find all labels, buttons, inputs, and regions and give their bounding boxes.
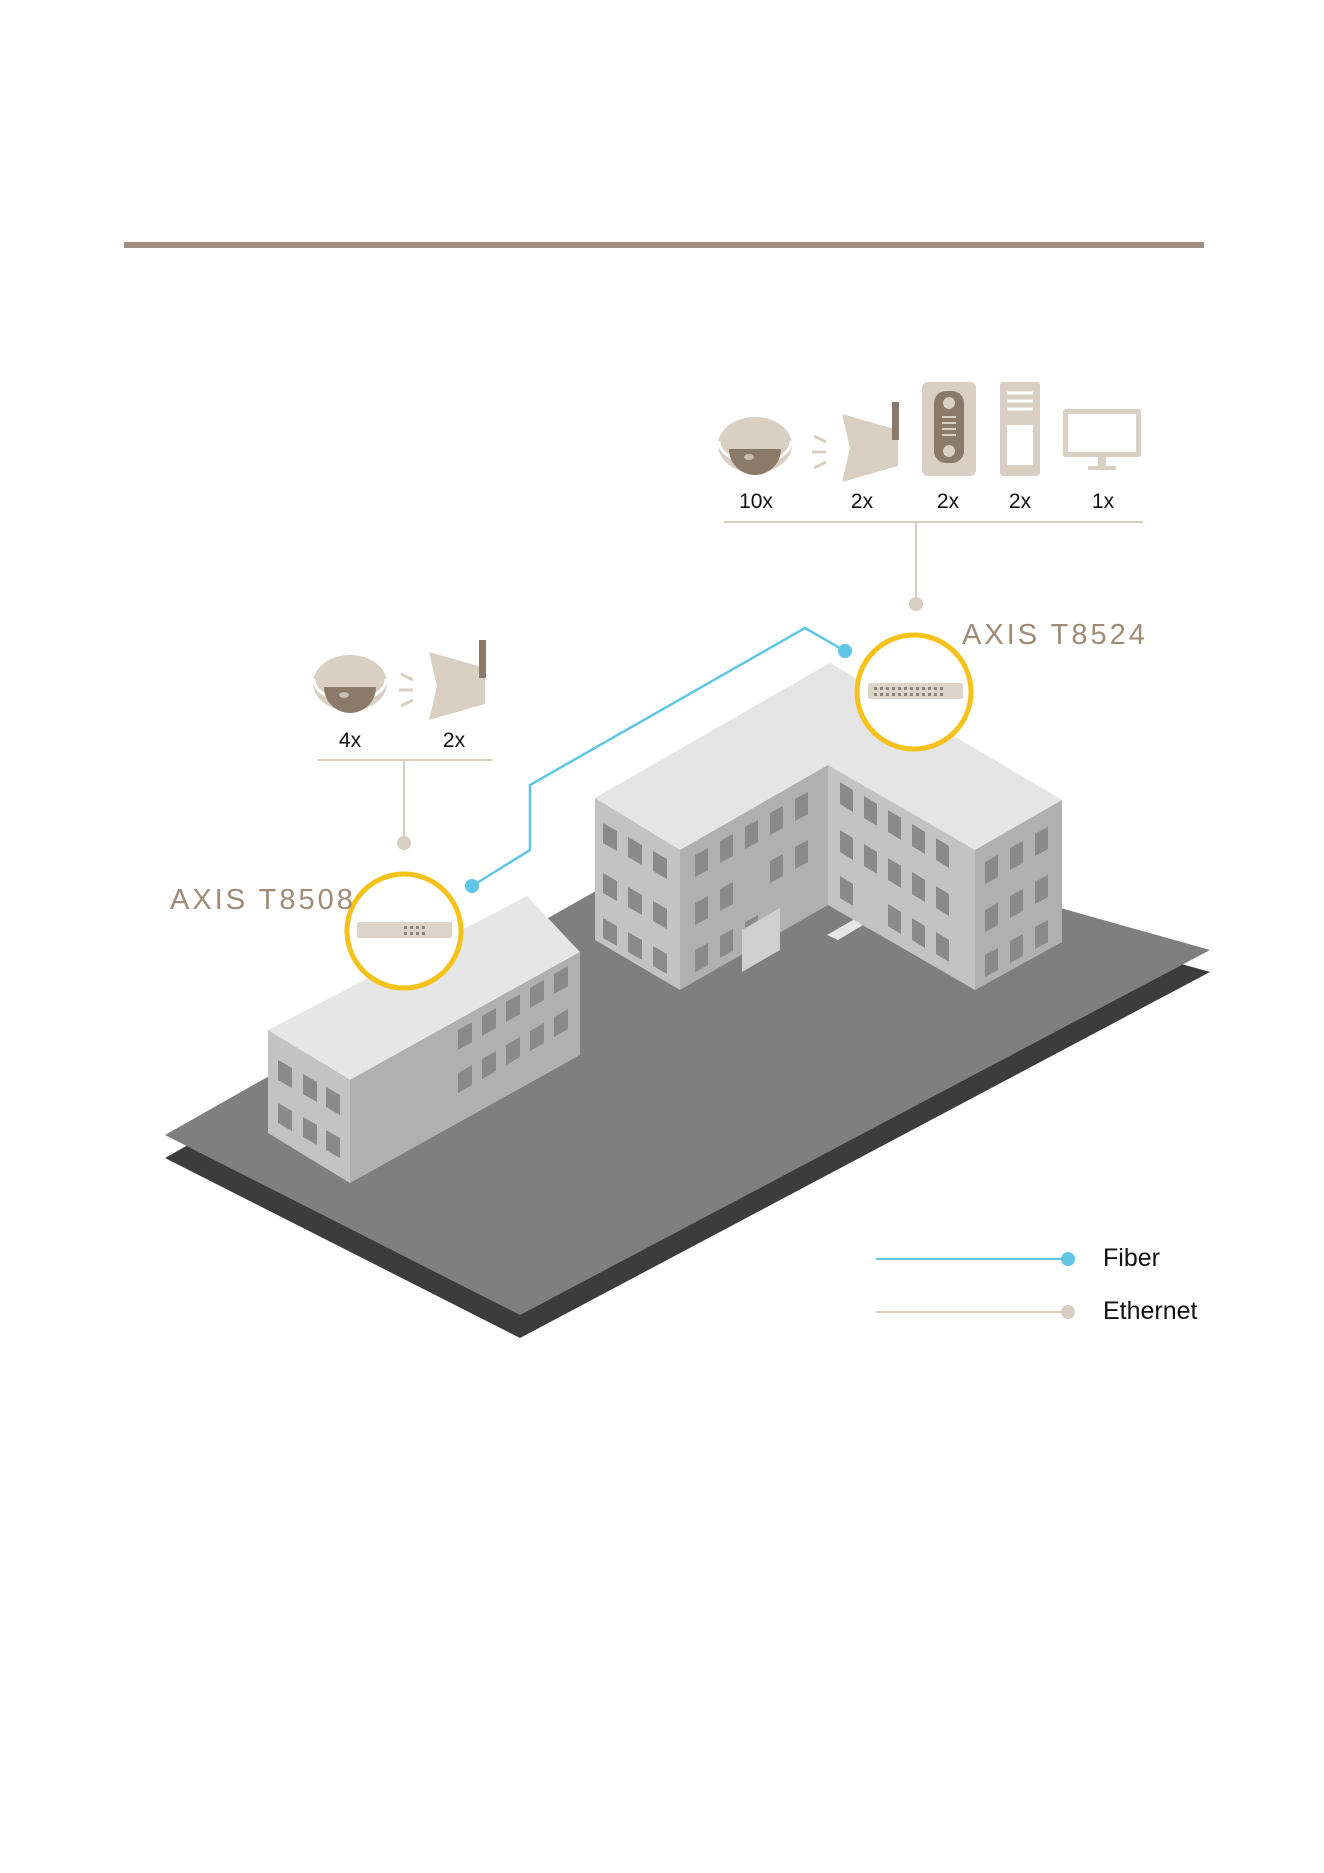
legend-ethernet-dot: [1061, 1305, 1075, 1319]
monitor-icon: [1063, 409, 1141, 470]
count-io-relay: 2x: [990, 490, 1050, 514]
door-station-icon: [922, 382, 976, 476]
count-dome-camera-left: 4x: [320, 729, 380, 753]
dome-camera-icon: [718, 417, 792, 475]
switch-label-t8524: AXIS T8524: [962, 619, 1148, 652]
count-dome-camera-right: 10x: [726, 490, 786, 514]
dome-camera-icon: [313, 655, 387, 713]
count-monitor: 1x: [1073, 490, 1133, 514]
horn-speaker-icon: [812, 402, 899, 482]
count-horn-speaker-right: 2x: [832, 490, 892, 514]
switch-t8508: [347, 874, 461, 988]
count-door-station: 2x: [918, 490, 978, 514]
legend-fiber-dot: [1061, 1252, 1075, 1266]
legend-fiber-label: Fiber: [1103, 1244, 1160, 1273]
legend-ethernet-label: Ethernet: [1103, 1297, 1198, 1326]
ethernet-endpoint-left: [397, 836, 411, 850]
count-horn-speaker-left: 2x: [424, 729, 484, 753]
switch-label-t8508: AXIS T8508: [170, 884, 356, 917]
legend: [876, 1252, 1075, 1319]
ethernet-endpoint-right: [909, 597, 923, 611]
horn-speaker-icon: [399, 640, 486, 720]
io-relay-module-icon: [1000, 382, 1040, 476]
fiber-endpoint-right: [838, 644, 852, 658]
fiber-endpoint-left: [465, 879, 479, 893]
switch-t8524: [857, 635, 971, 749]
